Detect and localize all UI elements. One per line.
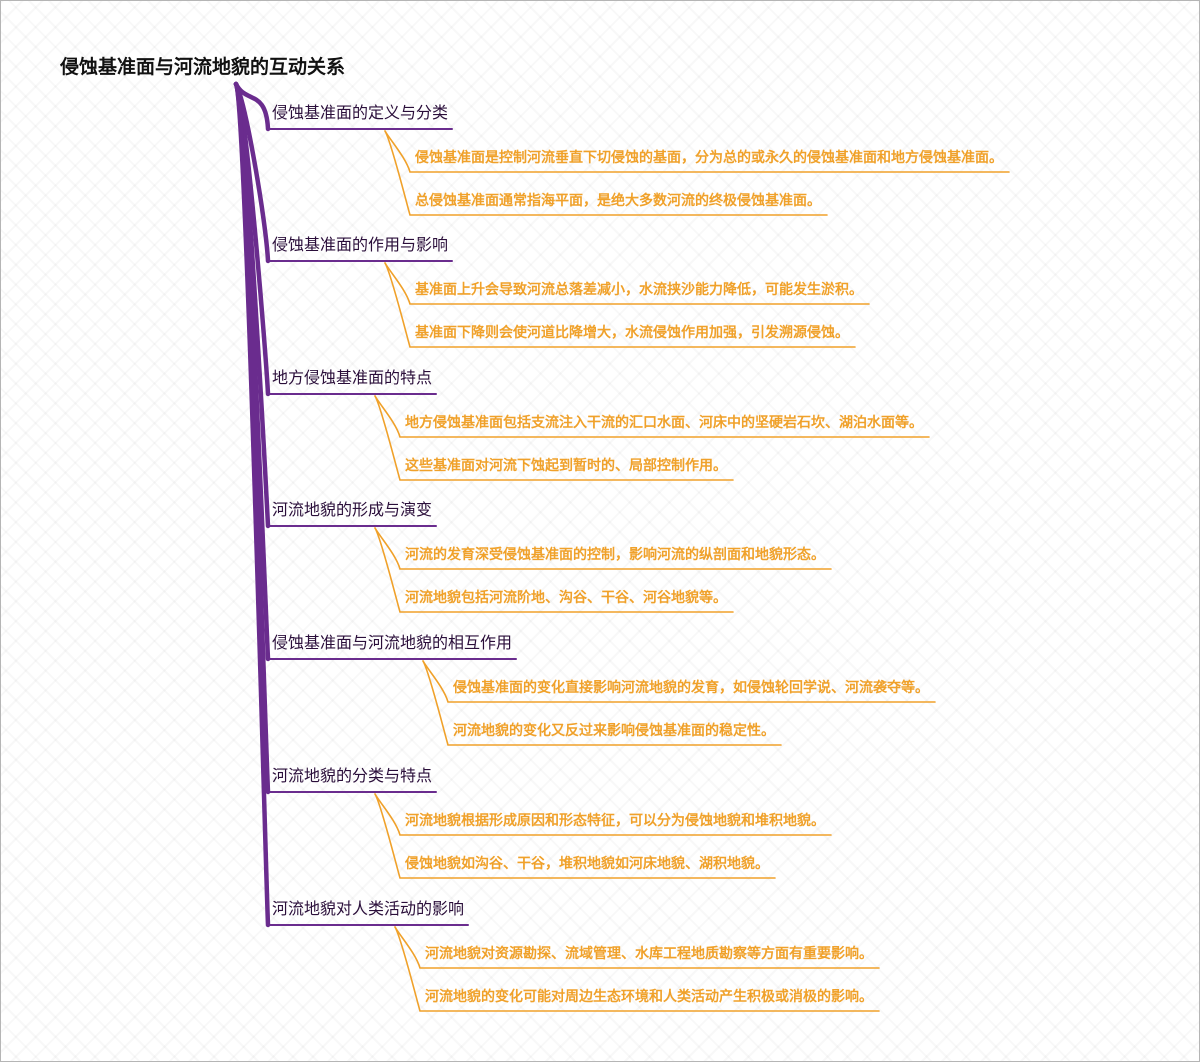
branch-topic-4[interactable]: 河流地貌的形成与演变 [272, 500, 433, 519]
branch-topic-2[interactable]: 侵蚀基准面的作用与影响 [272, 235, 449, 254]
leaf-topic-7-2[interactable]: 河流地貌的变化可能对周边生态环境和人类活动产生积极或消极的影响。 [425, 989, 873, 1005]
leaf-topic-3-2[interactable]: 这些基准面对河流下蚀起到暂时的、局部控制作用。 [405, 458, 727, 474]
leaf-topic-6-2[interactable]: 侵蚀地貌如沟谷、干谷，堆积地貌如河床地貌、湖积地貌。 [405, 856, 769, 872]
branch-topic-6[interactable]: 河流地貌的分类与特点 [272, 766, 433, 785]
leaf-topic-1-2[interactable]: 总侵蚀基准面通常指海平面，是绝大多数河流的终极侵蚀基准面。 [415, 193, 821, 209]
leaf-topic-6-1[interactable]: 河流地貌根据形成原因和形态特征，可以分为侵蚀地貌和堆积地貌。 [405, 813, 825, 829]
leaf-topic-7-1[interactable]: 河流地貌对资源勘探、流域管理、水库工程地质勘察等方面有重要影响。 [425, 946, 873, 962]
leaf-topic-4-2[interactable]: 河流地貌包括河流阶地、沟谷、干谷、河谷地貌等。 [405, 590, 727, 606]
branch-connector-7 [233, 81, 271, 928]
leaf-connector-5-2 [422, 660, 782, 746]
leaf-connector-6-2 [374, 793, 776, 879]
branch-topic-1[interactable]: 侵蚀基准面的定义与分类 [272, 103, 449, 122]
leaf-connector-4-2 [374, 527, 734, 613]
leaf-topic-3-1[interactable]: 地方侵蚀基准面包括支流注入干流的汇口水面、河床中的坚硬岩石坎、湖泊水面等。 [405, 415, 923, 431]
branch-topic-3[interactable]: 地方侵蚀基准面的特点 [272, 368, 433, 387]
root-topic-title: 侵蚀基准面与河流地貌的互动关系 [60, 56, 346, 78]
leaf-connector-3-2 [374, 395, 734, 481]
leaf-topic-5-1[interactable]: 侵蚀基准面的变化直接影响河流地貌的发育，如侵蚀轮回学说、河流袭夺等。 [453, 680, 929, 696]
leaf-connector-2-2 [384, 262, 856, 348]
branch-topic-7[interactable]: 河流地貌对人类活动的影响 [272, 899, 465, 918]
leaf-topic-2-2[interactable]: 基准面下降则会使河道比降增大，水流侵蚀作用加强，引发溯源侵蚀。 [415, 325, 849, 341]
leaf-topic-1-1[interactable]: 侵蚀基准面是控制河流垂直下切侵蚀的基面，分为总的或永久的侵蚀基准面和地方侵蚀基准… [415, 150, 1003, 166]
leaf-connector-7-2 [394, 926, 880, 1012]
branch-topic-5[interactable]: 侵蚀基准面与河流地貌的相互作用 [272, 633, 513, 652]
leaf-topic-5-2[interactable]: 河流地貌的变化又反过来影响侵蚀基准面的稳定性。 [453, 723, 775, 739]
leaf-topic-2-1[interactable]: 基准面上升会导致河流总落差减小，水流挟沙能力降低，可能发生淤积。 [415, 282, 863, 298]
leaf-connector-1-2 [384, 130, 828, 216]
leaf-topic-4-1[interactable]: 河流的发育深受侵蚀基准面的控制，影响河流的纵剖面和地貌形态。 [405, 547, 825, 563]
